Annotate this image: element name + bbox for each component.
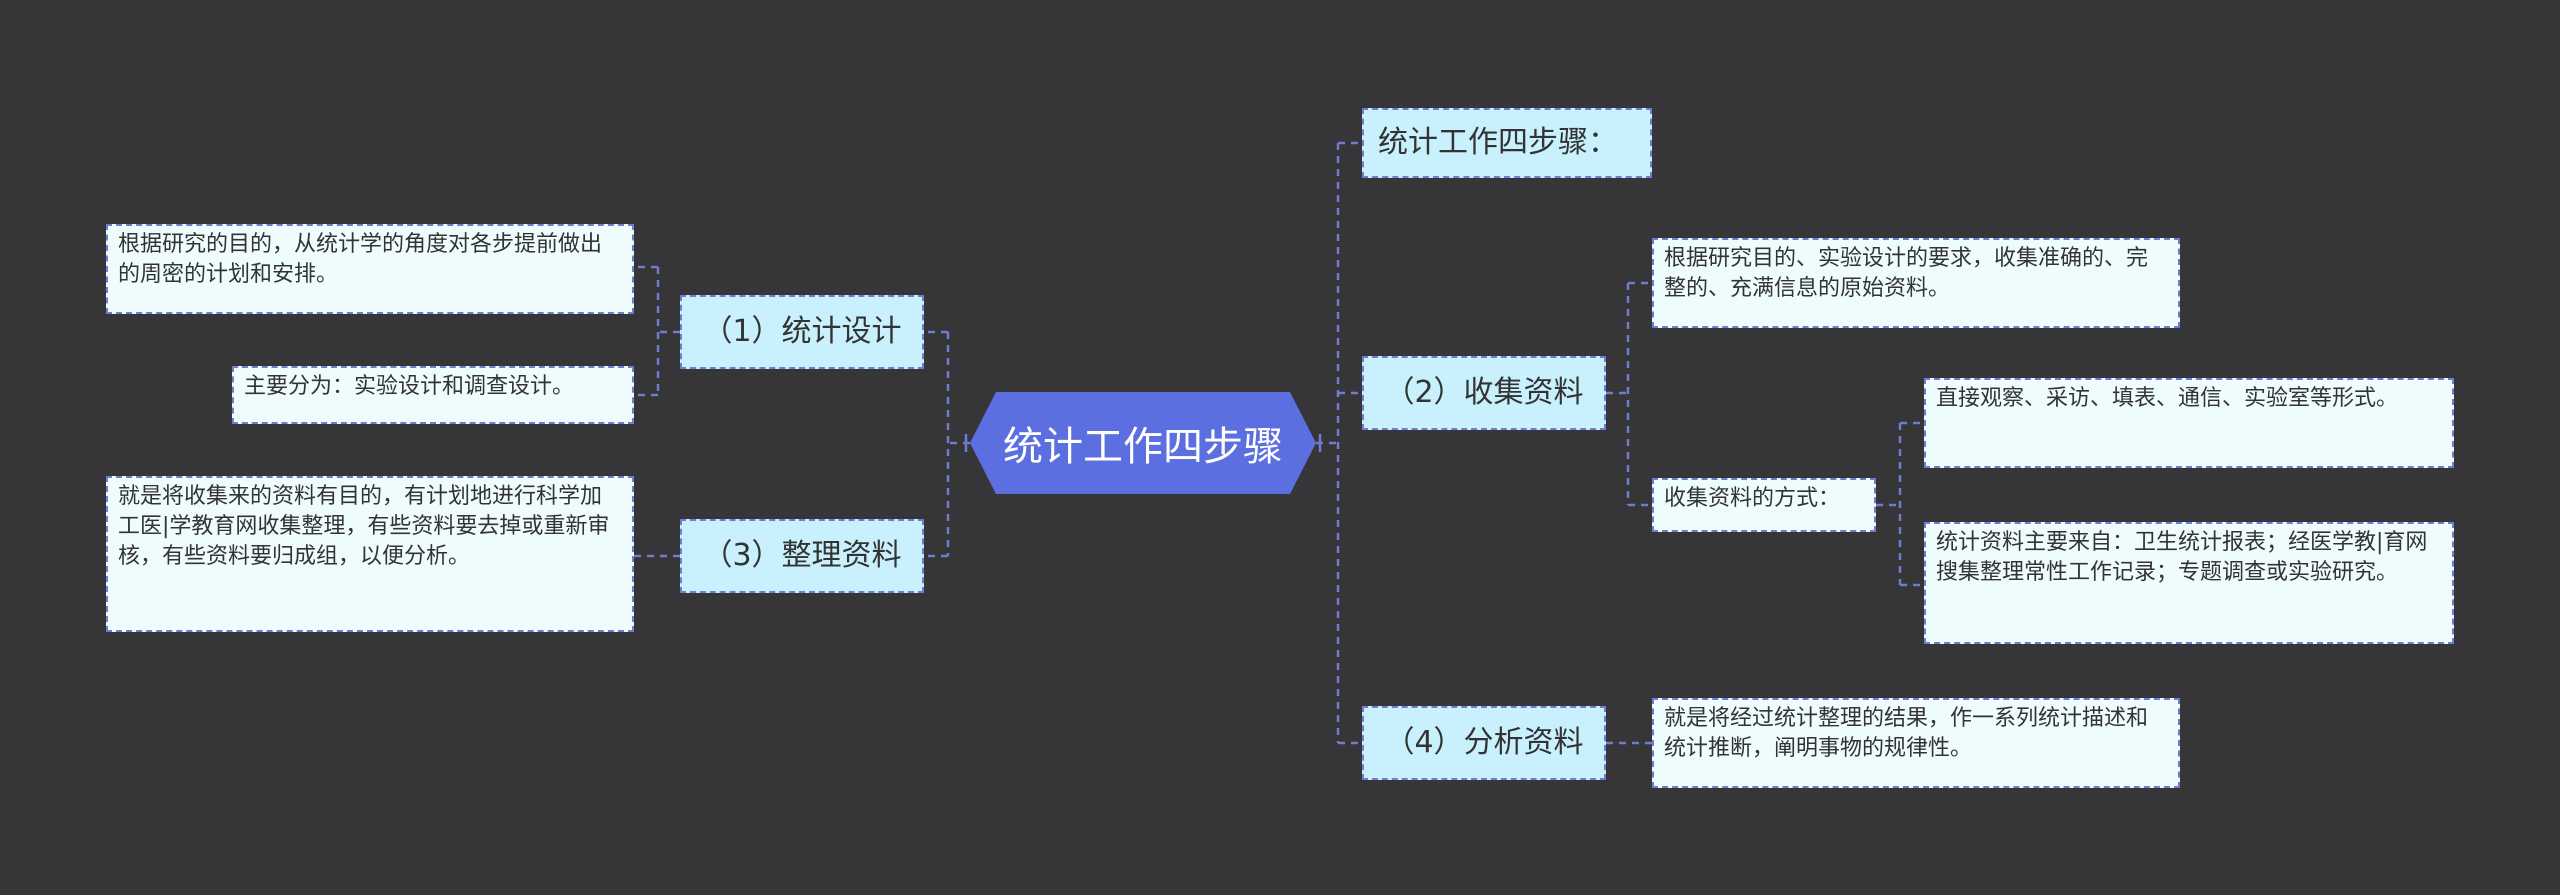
title-node-label: 统计工作四步骤： [1378, 125, 1618, 160]
methods-item-1[interactable]: 直接观察、采访、填表、通信、实验室等形式。 [1924, 378, 2454, 468]
analyze-desc-node[interactable]: 就是将经过统计整理的结果，作一系列统计描述和统计推断，阐明事物的规律性。 [1652, 698, 2180, 788]
root-shape [970, 392, 1316, 494]
collect-desc-node[interactable]: 根据研究目的、实验设计的要求，收集准确的、完整的、充满信息的原始资料。 [1652, 238, 2180, 328]
collect-node[interactable]: （2）收集资料 [1362, 356, 1606, 430]
design-item-1-text: 根据研究的目的，从统计学的角度对各步提前做出的周密的计划和安排。 [118, 232, 603, 287]
methods-label: 收集资料的方式： [1664, 486, 1841, 511]
organize-desc-node[interactable]: 就是将收集来的资料有目的，有计划地进行科学加工医|学教育网收集整理，有些资料要去… [106, 476, 634, 632]
methods-item-2[interactable]: 统计资料主要来自：卫生统计报表；经医学教|育网搜集整理常性工作记录；专题调查或实… [1924, 522, 2454, 644]
analyze-node[interactable]: （4）分析资料 [1362, 706, 1606, 780]
organize-desc-text: 就是将收集来的资料有目的，有计划地进行科学加工医|学教育网收集整理，有些资料要去… [118, 484, 610, 569]
design-node-label: （1）统计设计 [702, 314, 902, 349]
organize-node-label: （3）整理资料 [702, 538, 902, 573]
methods-node[interactable]: 收集资料的方式： [1652, 478, 1876, 532]
methods-item-1-text: 直接观察、采访、填表、通信、实验室等形式。 [1936, 386, 2399, 411]
design-item-2[interactable]: 主要分为：实验设计和调查设计。 [232, 366, 634, 424]
design-item-2-text: 主要分为：实验设计和调查设计。 [244, 374, 575, 399]
collect-node-label: （2）收集资料 [1384, 375, 1584, 410]
analyze-desc-text: 就是将经过统计整理的结果，作一系列统计描述和统计推断，阐明事物的规律性。 [1664, 706, 2149, 761]
analyze-node-label: （4）分析资料 [1384, 725, 1584, 760]
organize-node[interactable]: （3）整理资料 [680, 519, 924, 593]
title-node[interactable]: 统计工作四步骤： [1362, 108, 1652, 178]
root-label: 统计工作四步骤 [1003, 424, 1283, 470]
design-node[interactable]: （1）统计设计 [680, 295, 924, 369]
root-node[interactable]: 统计工作四步骤 [970, 392, 1316, 494]
collect-desc-text: 根据研究目的、实验设计的要求，收集准确的、完整的、充满信息的原始资料。 [1664, 246, 2149, 301]
methods-item-2-text: 统计资料主要来自：卫生统计报表；经医学教|育网搜集整理常性工作记录；专题调查或实… [1936, 530, 2428, 585]
design-item-1[interactable]: 根据研究的目的，从统计学的角度对各步提前做出的周密的计划和安排。 [106, 224, 634, 314]
